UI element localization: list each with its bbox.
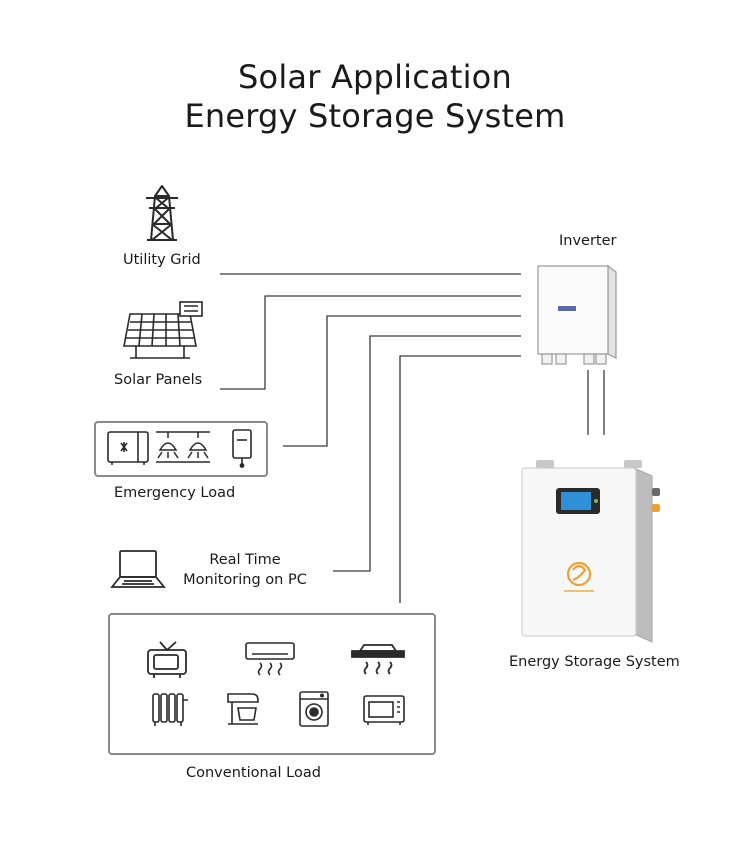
television-icon — [147, 641, 187, 678]
inverter-label: Inverter — [559, 233, 617, 249]
conventional-load-label: Conventional Load — [186, 765, 321, 781]
inverter-device — [537, 264, 617, 365]
monitoring-label-line-1: Real Time — [209, 552, 281, 568]
energy-storage-battery — [521, 460, 660, 643]
washing-machine-icon — [299, 691, 329, 727]
utility-grid-label: Utility Grid — [123, 252, 201, 268]
monitoring-label-line-2: Monitoring on PC — [183, 572, 307, 588]
solar-panel-icon — [123, 301, 203, 359]
heater-radiator-icon — [152, 693, 188, 726]
conventional-load-box — [108, 613, 436, 755]
laptop-icon — [110, 550, 166, 588]
microwave-oven-icon — [363, 695, 405, 725]
water-heater-icon — [232, 429, 252, 468]
ceiling-lights-icon — [156, 431, 210, 463]
transmission-tower-icon — [146, 185, 178, 241]
title-line-1: Solar Application — [238, 58, 512, 96]
title-line-2: Energy Storage System — [184, 97, 566, 135]
solar-panels-label: Solar Panels — [114, 372, 203, 388]
refrigerator-icon — [107, 431, 149, 465]
emergency-load-label: Emergency Load — [114, 485, 236, 501]
air-conditioner-icon — [245, 642, 295, 676]
range-hood-icon — [351, 644, 405, 675]
energy-storage-label: Energy Storage System — [509, 654, 680, 670]
stand-mixer-icon — [227, 693, 259, 725]
